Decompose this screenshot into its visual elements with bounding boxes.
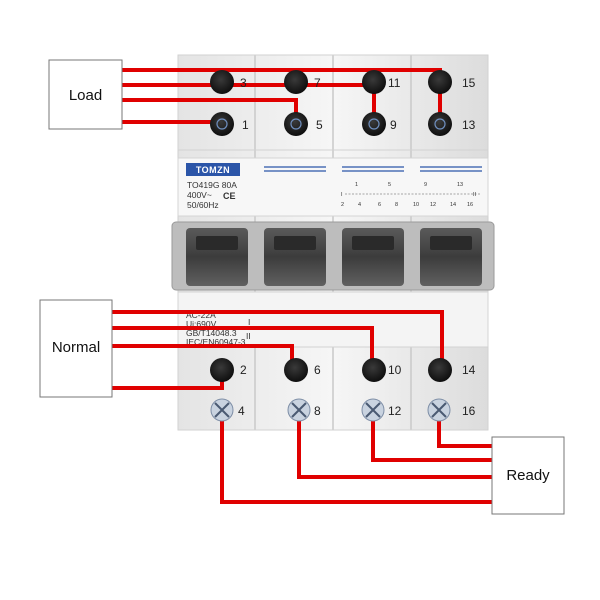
terminal-hole-2[interactable]	[210, 358, 234, 382]
load-box: Load	[48, 59, 123, 130]
terminal-label-13: 13	[462, 118, 476, 132]
spec-ui: Ui:690V	[186, 319, 217, 329]
terminal-hole-14[interactable]	[428, 358, 452, 382]
terminal-screw-12[interactable]	[361, 398, 385, 422]
terminal-label-7: 7	[314, 76, 321, 90]
terminal-label-4: 4	[238, 404, 245, 418]
brand-badge	[186, 163, 240, 176]
bottom-terminals: 2 6 10 14 4 8 12 16	[210, 358, 476, 422]
screw-head-icon	[434, 118, 446, 130]
terminal-label-10: 10	[388, 363, 402, 377]
schematic-c-10: 10	[413, 202, 419, 208]
terminal-label-8: 8	[314, 404, 321, 418]
wire-ready-4	[220, 410, 492, 504]
contact-schematic: I II 1 5 9 13 2 4 6 8 10 12 14 16	[341, 182, 480, 208]
switch-handles[interactable]	[186, 228, 482, 286]
label-plate: TOMZN TO419G 80A 400V~ CE 50/60Hz	[186, 163, 482, 210]
terminal-screw-5[interactable]	[284, 112, 308, 136]
terminal-hole-11[interactable]	[362, 70, 386, 94]
schematic-c-4: 4	[358, 202, 361, 208]
terminal-hole-15[interactable]	[428, 70, 452, 94]
load-label: Load	[69, 87, 102, 104]
terminal-label-11: 11	[388, 76, 401, 90]
wire-ready-16	[437, 410, 492, 448]
terminal-screw-9[interactable]	[362, 112, 386, 136]
brand-text: TOMZN	[196, 165, 230, 175]
schematic-pos-1: I	[341, 192, 343, 198]
wire-normal-10	[112, 326, 374, 370]
screw-head-icon	[290, 118, 302, 130]
wire-ready-8	[297, 410, 492, 479]
terminal-hole-10[interactable]	[362, 358, 386, 382]
schematic-c-6: 6	[378, 202, 381, 208]
spec-standard-1: GB/T14048.3	[186, 328, 237, 338]
terminal-label-3: 3	[240, 76, 247, 90]
schematic-top-1: 1	[355, 182, 358, 188]
terminal-screw-13[interactable]	[428, 112, 452, 136]
terminal-hole-7[interactable]	[284, 70, 308, 94]
terminal-label-14: 14	[462, 363, 476, 377]
schematic-c-8: 8	[395, 202, 398, 208]
terminal-label-5: 5	[316, 118, 323, 132]
terminal-label-1: 1	[242, 118, 249, 132]
schematic-c-12: 12	[430, 202, 436, 208]
schematic-top-9: 9	[424, 182, 427, 188]
terminal-label-6: 6	[314, 363, 321, 377]
screw-head-icon	[368, 118, 380, 130]
schematic-top-13: 13	[457, 182, 463, 188]
spec-mark-1: I	[248, 317, 250, 327]
normal-box: Normal	[39, 299, 113, 398]
schematic-top-5: 5	[388, 182, 391, 188]
terminal-label-9: 9	[390, 118, 397, 132]
terminal-screw-4[interactable]	[210, 398, 234, 422]
schematic-c-2: 2	[341, 202, 344, 208]
normal-label: Normal	[52, 339, 100, 356]
voltage-text: 400V~	[187, 190, 212, 200]
spec-plate: AC-22A Ui:690V GB/T14048.3 IEC/EN60947-3…	[186, 310, 251, 347]
terminal-screw-16[interactable]	[427, 398, 451, 422]
terminal-label-12: 12	[388, 404, 402, 418]
spec-standard-2: IEC/EN60947-3	[186, 337, 246, 347]
terminal-label-2: 2	[240, 363, 247, 377]
spec-utilization: AC-22A	[186, 310, 216, 320]
wire-ready-12	[371, 410, 492, 462]
terminal-screw-1[interactable]	[210, 112, 234, 136]
ce-mark: CE	[223, 191, 236, 201]
top-terminals: 3 7 11 15 1 5 9 13	[210, 70, 476, 136]
schematic-c-14: 14	[450, 202, 456, 208]
terminal-hole-6[interactable]	[284, 358, 308, 382]
terminal-screw-8[interactable]	[287, 398, 311, 422]
frequency-text: 50/60Hz	[187, 200, 219, 210]
ready-box: Ready	[491, 436, 565, 515]
terminal-label-15: 15	[462, 76, 476, 90]
ready-label: Ready	[506, 467, 550, 484]
terminal-hole-3[interactable]	[210, 70, 234, 94]
schematic-c-16: 16	[467, 202, 473, 208]
schematic-pos-2: II	[473, 192, 477, 198]
terminal-label-16: 16	[462, 404, 476, 418]
spec-mark-2: II	[246, 331, 251, 341]
wire-normal-14	[112, 310, 444, 370]
model-text: TO419G 80A	[187, 180, 237, 190]
screw-head-icon	[216, 118, 228, 130]
